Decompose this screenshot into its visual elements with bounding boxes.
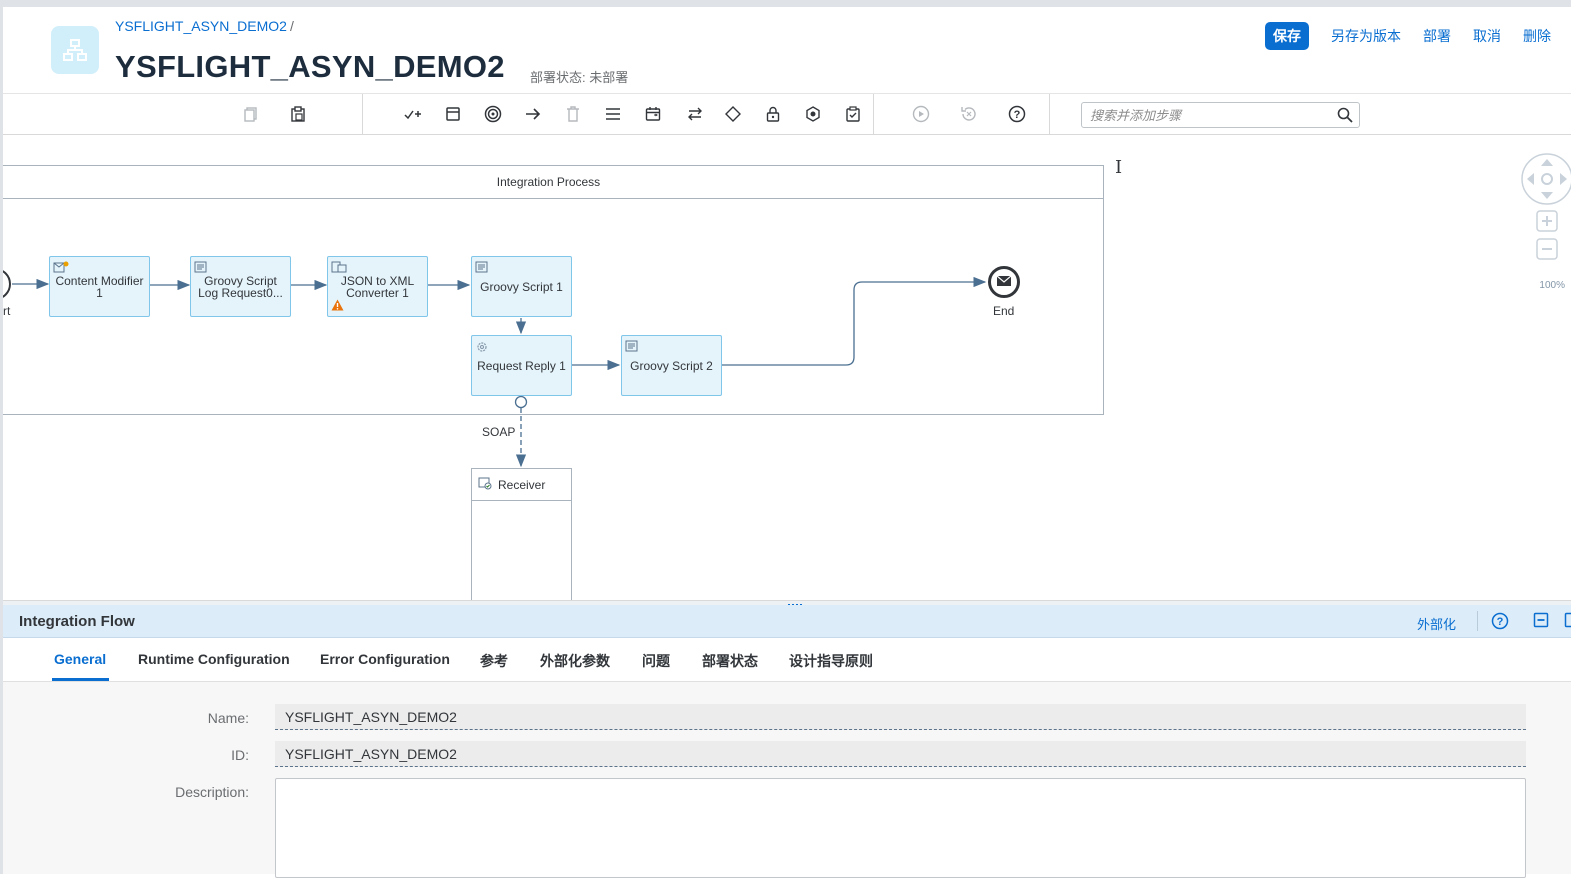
breadcrumb: YSFLIGHT_ASYN_DEMO2/ (115, 18, 294, 34)
save-button[interactable]: 保存 (1265, 22, 1309, 50)
maximize-panel-icon[interactable] (1564, 612, 1571, 633)
start-event-label: rt (3, 304, 10, 318)
step-label: Content Modifier 1 (54, 275, 145, 299)
description-textarea[interactable] (275, 778, 1526, 878)
cancel-button[interactable]: 取消 (1473, 26, 1501, 46)
general-form: Name: YSFLIGHT_ASYN_DEMO2 ID: YSFLIGHT_A… (3, 682, 1571, 874)
end-event[interactable] (988, 266, 1020, 298)
delete-icon[interactable] (562, 103, 584, 125)
step-label: JSON to XML Converter 1 (332, 275, 423, 299)
groovy-script-1-step[interactable]: Groovy Script 1 (471, 256, 572, 317)
deploy-button[interactable]: 部署 (1423, 26, 1451, 46)
breadcrumb-separator: / (290, 18, 294, 34)
header-actions: 保存 另存为版本 部署 取消 删除 (1265, 22, 1551, 50)
panel-separator (1477, 611, 1478, 631)
calendar-icon[interactable] (642, 103, 664, 125)
page-header: YSFLIGHT_ASYN_DEMO2/ YSFLIGHT_ASYN_DEMO2… (3, 7, 1571, 93)
name-field[interactable]: YSFLIGHT_ASYN_DEMO2 (275, 704, 1526, 730)
page-title: YSFLIGHT_ASYN_DEMO2 (115, 49, 505, 85)
request-reply-step[interactable]: Request Reply 1 (471, 335, 572, 396)
breadcrumb-link-package[interactable]: YSFLIGHT_ASYN_DEMO2 (115, 18, 287, 34)
script-icon (625, 340, 639, 354)
script-icon (194, 261, 208, 275)
editor-toolbar: ? (3, 93, 1571, 135)
tab-deploy-status[interactable]: 部署状态 (702, 651, 758, 671)
tab-references[interactable]: 参考 (480, 651, 508, 671)
event-icon[interactable] (482, 103, 504, 125)
tab-general[interactable]: General (54, 651, 106, 667)
security-icon[interactable] (762, 103, 784, 125)
groovy-script-2-step[interactable]: Groovy Script 2 (621, 335, 722, 396)
mail-icon (997, 273, 1011, 291)
validate-icon[interactable] (842, 103, 864, 125)
warning-icon[interactable] (331, 299, 344, 313)
window-top-strip (0, 0, 1571, 7)
soap-adapter-label[interactable]: SOAP (482, 425, 515, 439)
deploy-status: 部署状态: 未部署 (530, 67, 628, 86)
search-icon[interactable] (1337, 107, 1353, 128)
toolbar-separator (1049, 94, 1050, 135)
select-step-icon[interactable] (402, 103, 424, 125)
tab-error-configuration[interactable]: Error Configuration (320, 651, 450, 667)
routing-icon[interactable] (684, 103, 706, 125)
zoom-level: 100% (1539, 280, 1565, 291)
menu-icon[interactable] (602, 103, 624, 125)
step-search-input[interactable] (1090, 106, 1330, 124)
content-modifier-icon (53, 261, 69, 275)
svg-text:?: ? (1497, 616, 1504, 628)
converter-icon (331, 261, 347, 275)
json-to-xml-step[interactable]: JSON to XML Converter 1 (327, 256, 428, 317)
undo-icon[interactable] (958, 103, 980, 125)
groovy-log-step[interactable]: Groovy Script Log Request0... (190, 256, 291, 317)
tab-design-guidelines[interactable]: 设计指导原则 (789, 651, 873, 671)
tab-runtime-configuration[interactable]: Runtime Configuration (138, 651, 290, 667)
name-label: Name: (208, 710, 249, 726)
connection-arrow-icon[interactable] (522, 103, 544, 125)
save-as-version-button[interactable]: 另存为版本 (1331, 26, 1401, 46)
participant-icon[interactable] (442, 103, 464, 125)
receiver-header: Receiver (472, 469, 571, 501)
id-field[interactable]: YSFLIGHT_ASYN_DEMO2 (275, 741, 1526, 767)
script-icon (475, 261, 489, 275)
converter-icon[interactable] (802, 103, 824, 125)
receiver-icon (478, 477, 492, 493)
gateway-icon[interactable] (722, 103, 744, 125)
externalize-button[interactable]: 外部化 (1417, 614, 1456, 633)
paste-icon[interactable] (287, 103, 309, 125)
gear-icon (475, 340, 489, 356)
canvas-navigation (1519, 153, 1571, 293)
step-label: Groovy Script 2 (630, 360, 713, 372)
id-label: ID: (231, 747, 249, 763)
receiver-participant[interactable]: Receiver (471, 468, 572, 600)
panel-title: Integration Flow (19, 613, 135, 630)
tab-externalized-parameters[interactable]: 外部化参数 (540, 651, 610, 671)
help-icon[interactable]: ? (1491, 612, 1509, 635)
step-label: Request Reply 1 (477, 360, 566, 372)
minimize-panel-icon[interactable] (1533, 612, 1549, 633)
toolbar-separator (362, 94, 363, 135)
text-cursor-icon: I (1115, 157, 1122, 178)
help-icon[interactable]: ? (1006, 103, 1028, 125)
tab-problems[interactable]: 问题 (642, 651, 670, 671)
simulation-icon[interactable] (910, 103, 932, 125)
delete-button[interactable]: 删除 (1523, 26, 1551, 46)
property-panel-header: Integration Flow 外部化 ? (3, 605, 1571, 638)
property-tabs: General Runtime Configuration Error Conf… (3, 638, 1571, 682)
step-label: Groovy Script 1 (480, 281, 563, 293)
step-label: Groovy Script Log Request0... (195, 275, 286, 299)
flow-connectors (3, 135, 1571, 600)
svg-text:?: ? (1014, 109, 1021, 121)
receiver-label: Receiver (498, 478, 545, 492)
end-event-label: End (993, 304, 1014, 318)
description-label: Description: (175, 784, 249, 800)
copy-icon[interactable] (240, 103, 262, 125)
step-search (1081, 102, 1360, 128)
active-tab-indicator (52, 678, 109, 681)
toolbar-separator (873, 94, 874, 135)
process-canvas[interactable]: Integration Process rt Content Modifier … (3, 135, 1571, 600)
content-modifier-step[interactable]: Content Modifier 1 (49, 256, 150, 317)
integration-flow-icon (51, 26, 99, 74)
